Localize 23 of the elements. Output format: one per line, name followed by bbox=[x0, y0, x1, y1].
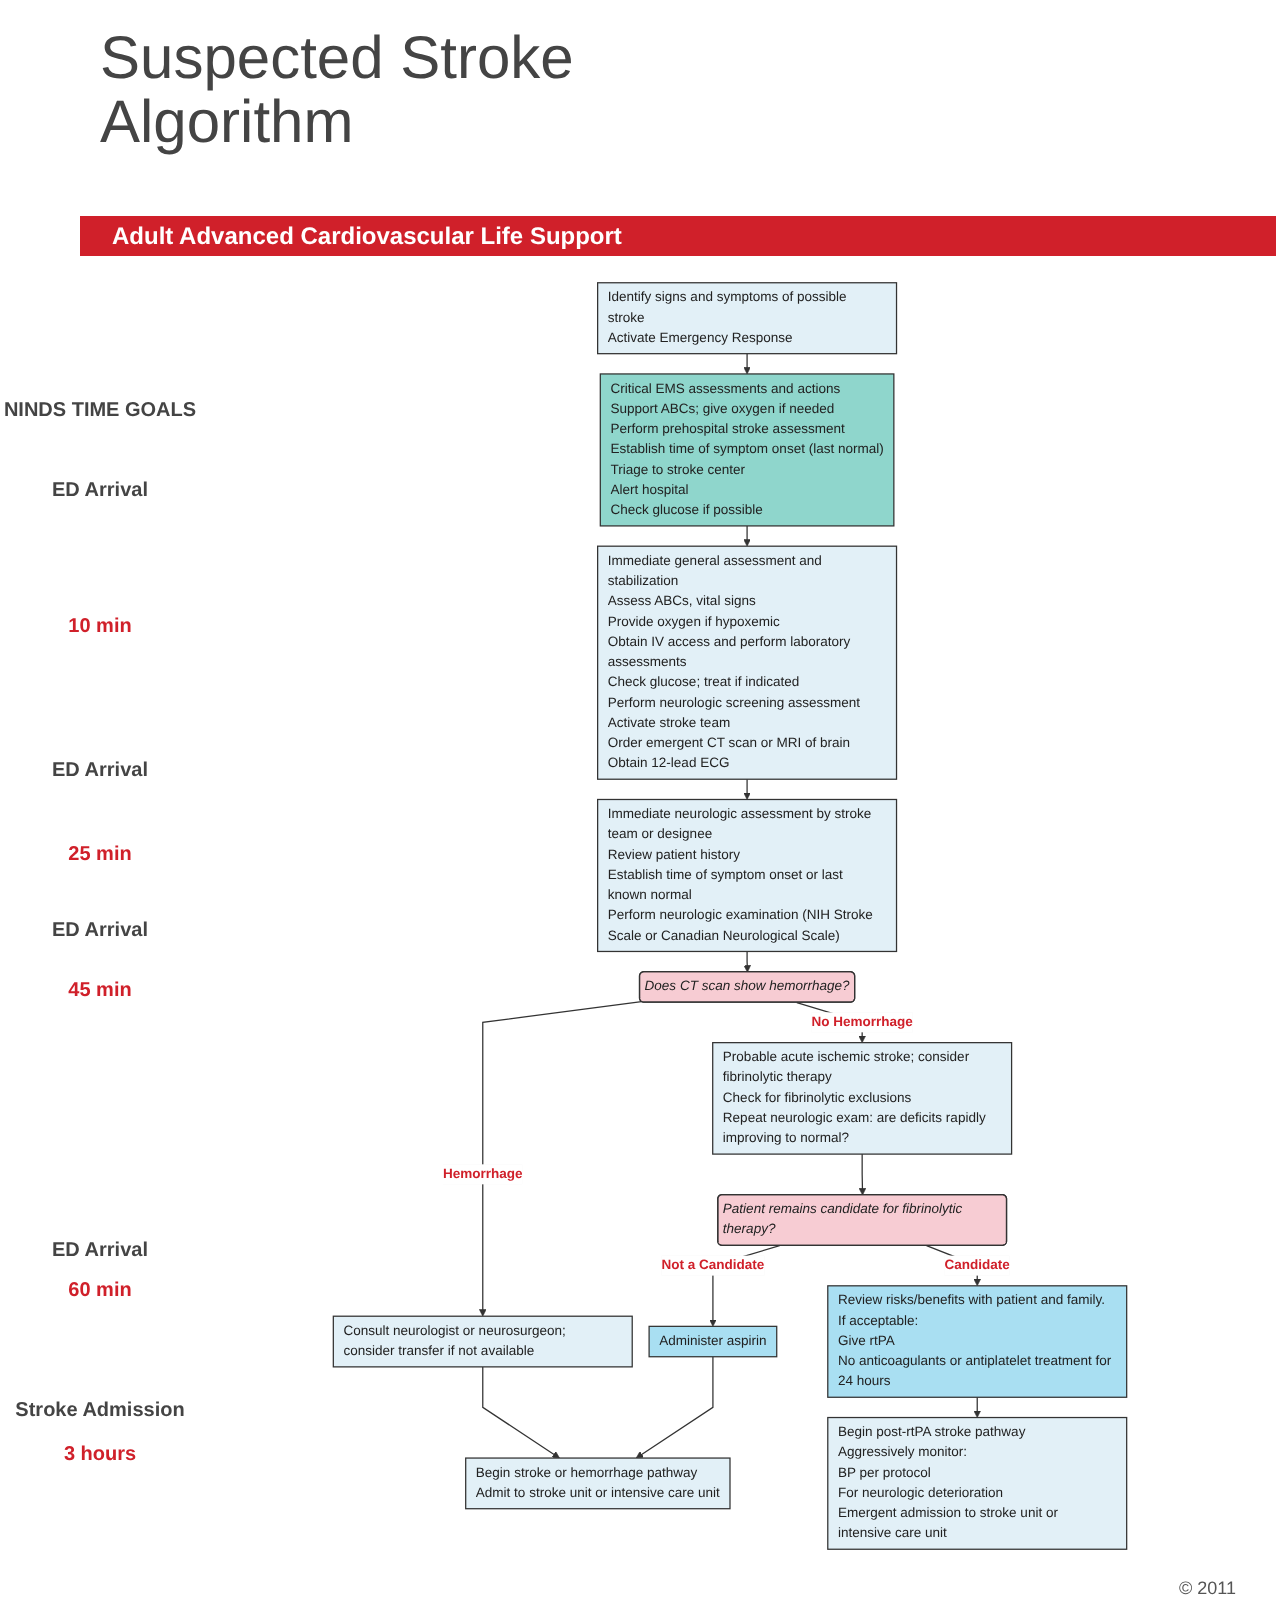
timeline-label: Stroke Admission bbox=[13, 1400, 187, 1422]
time-goal: 3 hours bbox=[61, 1444, 139, 1466]
arrow bbox=[743, 950, 751, 973]
copyright-note: © 2011 bbox=[1179, 1578, 1236, 1598]
timeline-label: ED Arrival bbox=[50, 480, 150, 502]
arrow bbox=[743, 525, 751, 547]
time-goal: 10 min bbox=[66, 616, 134, 638]
timeline-label: ED Arrival bbox=[50, 1240, 150, 1262]
timeline-label: ED Arrival bbox=[50, 920, 150, 942]
arrow bbox=[743, 353, 751, 375]
time-goal: 60 min bbox=[66, 1280, 134, 1302]
arrow bbox=[635, 1356, 714, 1459]
arrow bbox=[858, 1153, 867, 1196]
title: Suspected Stroke Algorithm bbox=[100, 28, 576, 154]
time-goal: 45 min bbox=[66, 980, 134, 1002]
arrow bbox=[973, 1396, 981, 1418]
timeline-label: NINDS TIME GOALS bbox=[1, 400, 199, 422]
arrow bbox=[743, 778, 751, 800]
arrow bbox=[479, 1000, 643, 1317]
subtitle: Adult Advanced Cardiovascular Life Support bbox=[112, 222, 622, 250]
time-goal: 25 min bbox=[66, 844, 134, 866]
timeline-label: ED Arrival bbox=[50, 760, 150, 782]
arrow bbox=[482, 1366, 560, 1459]
